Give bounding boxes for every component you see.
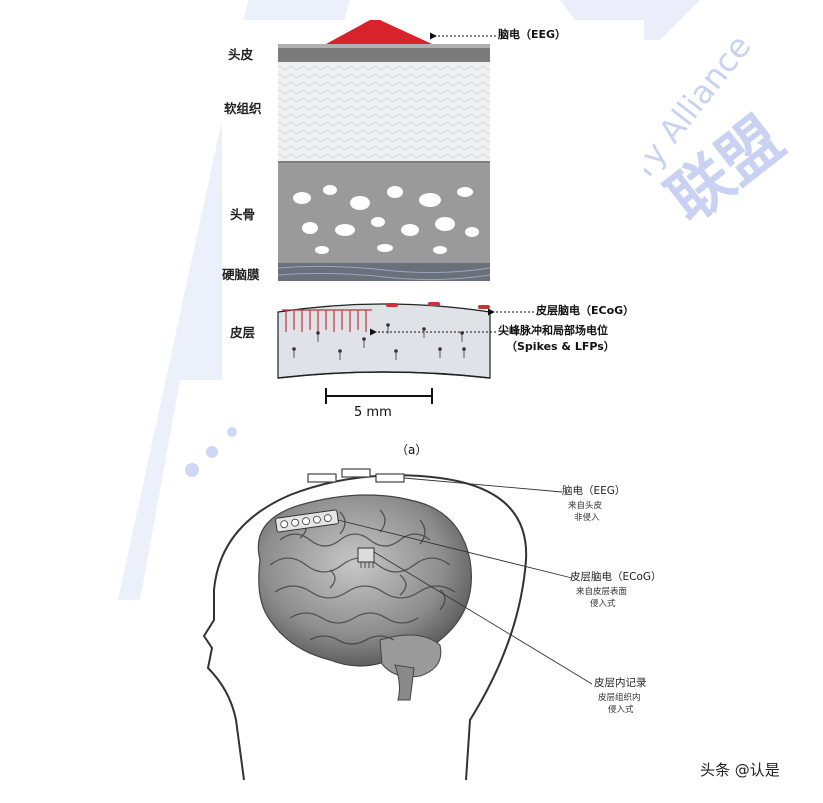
- layer-label-skull: 头骨: [230, 207, 256, 222]
- callout-eeg-line1: 来自头皮: [568, 501, 603, 511]
- layer-label-cortex: 皮层: [230, 325, 256, 340]
- brain: [257, 494, 472, 667]
- scale-bar: [325, 388, 433, 404]
- neurons: [292, 323, 466, 360]
- annotation-spikes-en: （Spikes & LFPs）: [506, 340, 615, 353]
- callout-intracortical-title: 皮层内记录: [594, 677, 647, 689]
- annotation-spikes: 尖峰脉冲和局部场电位: [498, 324, 608, 337]
- scalp-eeg-electrodes: [307, 468, 405, 483]
- callout-intracortical-line1: 皮层组织内: [598, 693, 641, 703]
- dura-layer: [278, 263, 490, 281]
- scalp-layer: [278, 44, 490, 62]
- callout-ecog-title: 皮层脑电（ECoG）: [570, 571, 662, 583]
- annotation-ecog: 皮层脑电（ECoG）: [536, 304, 635, 317]
- panel-a-caption: （a）: [396, 443, 428, 457]
- brainstem: [394, 664, 415, 701]
- layer-label-dura: 硬脑膜: [222, 267, 260, 282]
- ecog-electrodes: [386, 302, 490, 309]
- annotation-eeg: 脑电（EEG）: [498, 28, 567, 41]
- eeg-electrode: [326, 20, 432, 44]
- callout-ecog-line1: 来自皮层表面: [576, 587, 628, 597]
- callout-eeg-line2: 非侵入: [574, 513, 600, 523]
- skull-pores: [293, 185, 479, 254]
- callout-leader-lines: [337, 477, 593, 685]
- layer-label-scalp: 头皮: [228, 47, 254, 62]
- scale-bar-label: 5 mm: [354, 405, 392, 420]
- callout-ecog-line2: 侵入式: [590, 599, 616, 609]
- layer-label-soft-tissue: 软组织: [224, 101, 262, 116]
- ecog-grid: [275, 509, 339, 533]
- intracortical-array: [357, 547, 375, 568]
- callout-eeg-title: 脑电（EEG）: [562, 485, 626, 497]
- callout-intracortical-line2: 侵入式: [608, 705, 634, 715]
- spike-array: [282, 309, 372, 332]
- source-credit: 头条 @认是: [700, 761, 780, 779]
